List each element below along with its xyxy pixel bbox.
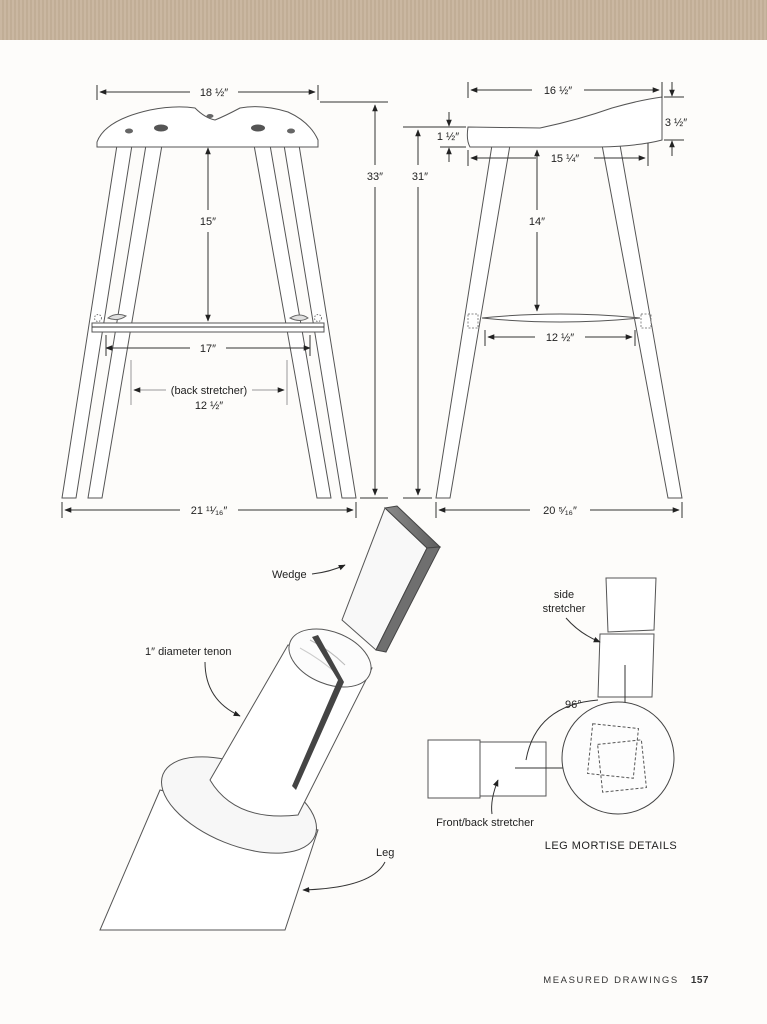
- seat-hole-outer-left: [125, 128, 133, 134]
- tenon-kerf: [292, 635, 344, 790]
- front-back-stretcher: [427, 739, 481, 799]
- side-stretcher-length-label: 12 ½″: [546, 332, 574, 344]
- side-back-mortise-mark: [640, 313, 652, 329]
- page-top-band: [0, 0, 767, 40]
- side-seat: [466, 96, 663, 148]
- side-height-label: 31″: [412, 171, 428, 183]
- side-seat-to-stretcher-label: 14″: [529, 216, 545, 228]
- side-seat-back-rise-label: 3 ½″: [665, 117, 687, 129]
- seat-hole-center: [206, 114, 214, 118]
- side-seat-front-thickness-label: 1 ½″: [437, 131, 459, 143]
- front-back-stretcher-tenon: [479, 741, 547, 797]
- page-number: 157: [690, 975, 709, 986]
- side-stretcher-tenon: [597, 633, 655, 698]
- mortise-detail: 96° side stretcher Front/back stretcher …: [427, 577, 678, 852]
- wedge-label: Wedge: [272, 569, 307, 581]
- right-stretcher-end: [288, 314, 309, 321]
- seat-hole-outer-right: [287, 128, 295, 134]
- side-seat-top-width-label: 16 ½″: [544, 85, 572, 97]
- tenon-cylinder: [209, 644, 373, 817]
- back-stretcher-length-label: 12 ½″: [195, 400, 223, 412]
- leg-label: Leg: [376, 847, 394, 859]
- left-stretcher-end: [106, 313, 128, 321]
- front-base-width-label: 21 ¹¹⁄₁₆″: [191, 505, 228, 517]
- mortise-outline-2: [597, 739, 647, 793]
- mortise-outline-1: [586, 723, 640, 779]
- tenon-detail: Wedge 1″ diameter tenon Leg: [99, 505, 442, 931]
- seat-hole-right: [251, 124, 265, 132]
- footer-section: MEASURED DRAWINGS: [543, 975, 679, 986]
- tenon-label: 1″ diameter tenon: [145, 646, 231, 658]
- front-seat-width-label: 18 ½″: [200, 87, 228, 99]
- front-seat-to-stretcher-label: 15″: [200, 216, 216, 228]
- front-stretcher-length-label: 17″: [200, 343, 216, 355]
- left-mortise-mark: [94, 314, 102, 322]
- seat-hole-left: [154, 124, 168, 132]
- front-seat: [96, 106, 319, 148]
- side-stretcher-label-line2: stretcher: [543, 603, 586, 615]
- side-view: 16 ½″ 1 ½″ 3 ½″ 15 ¼″ 14″ 12 ½″: [403, 82, 687, 518]
- back-stretcher-label: (back stretcher): [171, 385, 247, 397]
- side-stretcher: [481, 313, 641, 323]
- front-view: 18 ½″ 15″ 17″ (back stretcher) 12 ½″ 21 …: [61, 85, 388, 518]
- side-stretcher-upper: [605, 577, 657, 633]
- right-mortise-mark: [314, 314, 322, 322]
- side-seat-bottom-width-label: 15 ¼″: [551, 153, 579, 165]
- page-footer: MEASURED DRAWINGS 157: [543, 975, 709, 986]
- side-base-width-label: 20 ⁵⁄₁₆″: [543, 505, 577, 517]
- overall-height-label: 33″: [367, 171, 383, 183]
- side-leg-front: [435, 144, 511, 499]
- leg-section-circle: [561, 701, 675, 815]
- side-stretcher-label-line1: side: [554, 589, 574, 601]
- front-back-stretcher-label: Front/back stretcher: [436, 817, 534, 829]
- leg-mortise-details-title: LEG MORTISE DETAILS: [545, 840, 678, 852]
- side-leg-back: [601, 144, 683, 499]
- angle-label: 96°: [565, 699, 582, 711]
- side-front-mortise-mark: [467, 313, 479, 329]
